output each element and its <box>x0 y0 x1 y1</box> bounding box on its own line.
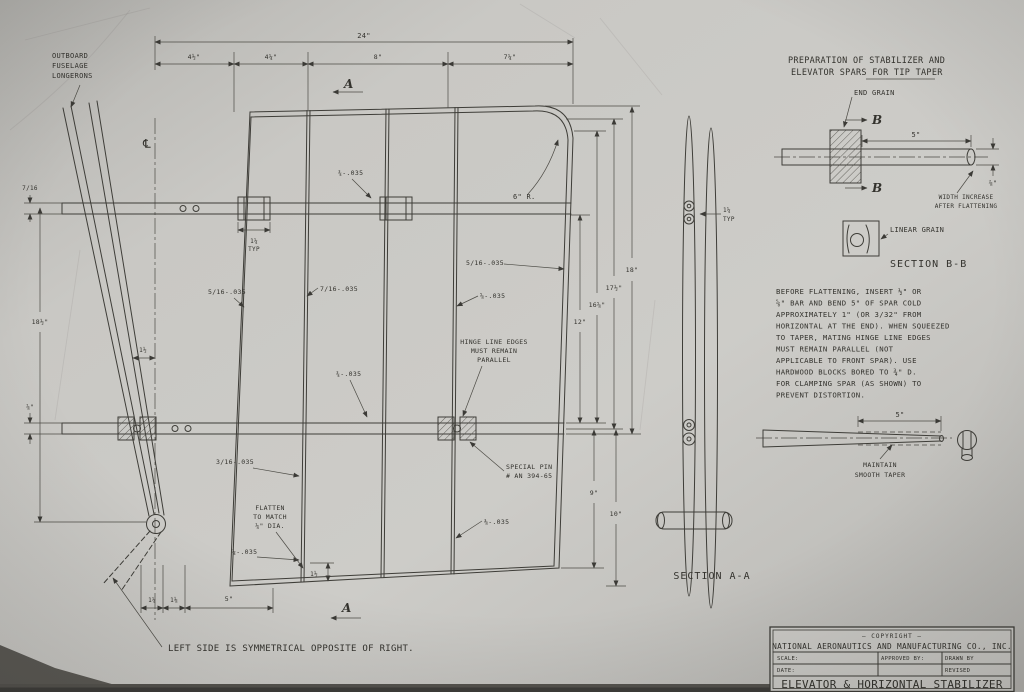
body-line: MUST REMAIN PARALLEL (NOT <box>776 345 894 354</box>
dim-seg3: 8" <box>374 53 382 61</box>
special-pin-label: SPECIAL PIN <box>506 463 552 471</box>
company-name: NATIONAL AERONAUTICS AND MANUFACTURING C… <box>772 642 1012 651</box>
section-letter-b-bottom: B <box>871 181 882 195</box>
label-line: LONGERONS <box>52 72 93 80</box>
dim-front-spar-width: 7/16 <box>22 185 38 192</box>
approved-by-label: APPROVED BY: <box>881 656 924 662</box>
callout-4: 5/16-.035 <box>466 259 504 267</box>
dim-centerline-offset: 1½ <box>139 347 147 354</box>
section-letter-a-bottom: A <box>341 601 352 615</box>
hinge-note-line: MUST REMAIN <box>471 347 517 355</box>
dim-rear-spar-width: ⅞" <box>26 404 34 411</box>
dim-bar-width: ⅞" <box>989 179 997 187</box>
dim-10in: 10" <box>610 510 623 518</box>
callout-1: ¾-.035 <box>338 169 363 177</box>
drawn-by-label: DRAWN BY <box>945 656 974 662</box>
revised-label: REVISED <box>945 668 970 674</box>
hinge-note-line: HINGE LINE EDGES <box>460 338 527 346</box>
section-letter-a-top: A <box>343 77 354 91</box>
special-pin-number: # AN 394-65 <box>506 472 552 480</box>
flatten-note-line: ¼" DIA. <box>255 522 285 530</box>
linear-grain-label: LINEAR GRAIN <box>890 226 944 234</box>
dim-b2: 1⅛ <box>170 597 178 604</box>
dim-b1: 1¼ <box>148 597 156 604</box>
flatten-note-line: TO MATCH <box>253 513 287 521</box>
callout-6: ¾-.035 <box>336 370 361 378</box>
callout-8: ⅜-.035 <box>484 517 509 526</box>
hinge-fitting-hatched <box>459 416 477 441</box>
flatten-note-line: FLATTEN <box>255 504 285 512</box>
hinge-fitting-hatched <box>117 416 135 441</box>
width-note-line: WIDTH INCREASE <box>939 194 994 201</box>
body-line: TO TAPER, MATING HINGE LINE EDGES <box>776 333 931 342</box>
hinge-fitting-hatched <box>437 416 455 441</box>
date-label: DATE: <box>777 668 795 674</box>
body-line: PREVENT DISTORTION. <box>776 391 865 400</box>
dim-blade-pitch: 1¼ <box>723 207 731 214</box>
symmetry-note: LEFT SIDE IS SYMMETRICAL OPPOSITE OF RIG… <box>168 644 414 654</box>
drawing-title: ELEVATOR & HORIZONTAL STABILIZER <box>781 678 1003 691</box>
dim-5in-taper: 5" <box>895 411 904 419</box>
end-grain-block <box>829 129 862 184</box>
hinge-note-line: PARALLEL <box>477 356 511 364</box>
body-line: HORIZONTAL AT THE END). WHEN SQUEEZED <box>776 322 950 331</box>
title-block: — COPYRIGHT — NATIONAL AERONAUTICS AND M… <box>769 626 1015 692</box>
dim-seg1: 4½" <box>188 53 201 61</box>
callout-3: 7/16-.035 <box>320 285 358 293</box>
section-b-title: SECTION B-B <box>890 259 967 270</box>
dim-5in-flatten: 5" <box>911 131 920 139</box>
dim-18in: 18" <box>626 266 639 274</box>
callout-2: 5/16-.035 <box>208 288 246 296</box>
dim-seg2: 4¼" <box>265 53 278 61</box>
dim-typ: TYP <box>248 246 260 253</box>
dim-typ: TYP <box>723 216 735 223</box>
dim-seg4: 7¼" <box>504 53 517 61</box>
prep-heading-line: PREPARATION OF STABILIZER AND <box>788 56 945 66</box>
callout-9: ¼-.035 <box>232 548 257 556</box>
dim-17in: 17½" <box>606 284 623 292</box>
body-line: HARDWOOD BLOCKS BORED TO ¾" D. <box>776 368 917 377</box>
callout-7: 3/16-.035 <box>216 458 254 466</box>
scale-label: SCALE: <box>777 656 799 662</box>
taper-note-line: MAINTAIN <box>863 461 897 469</box>
dim-16in: 16⅝" <box>589 301 606 309</box>
dim-b5: 5" <box>225 595 233 603</box>
body-line: ⅝" BAR AND BEND 5" OF SPAR COLD <box>776 299 922 308</box>
label-line: OUTBOARD <box>52 52 88 60</box>
dim-root-height: 18½" <box>32 318 49 326</box>
end-grain-label: END GRAIN <box>854 89 895 97</box>
taper-note-line: SMOOTH TAPER <box>855 471 906 479</box>
centerline-symbol: ℄ <box>142 137 151 151</box>
prep-heading-line: ELEVATOR SPARS FOR TIP TAPER <box>791 68 943 78</box>
callout-5: ⅝-.035 <box>480 292 505 300</box>
section-letter-b-top: B <box>871 113 882 127</box>
body-line: BEFORE FLATTENING, INSERT ½" OR <box>776 287 922 296</box>
body-line: FOR CLAMPING SPAR (AS SHOWN) TO <box>776 379 922 388</box>
copyright-line: — COPYRIGHT — <box>862 633 922 640</box>
dim-12in: 12" <box>574 318 587 326</box>
dim-hinge-pitch: 1¼ <box>250 238 258 245</box>
dim-9in: 9" <box>590 489 598 497</box>
dim-overall-span: 24" <box>357 32 371 40</box>
dim-rib-stub: 1½ <box>310 571 318 578</box>
body-line: APPROXIMATELY 1" (OR 3/32" FROM <box>776 310 922 319</box>
width-note-line: AFTER FLATTENING <box>935 203 998 210</box>
label-line: FUSELAGE <box>52 62 88 70</box>
section-a-title: SECTION A-A <box>673 571 750 582</box>
body-line: APPLICABLE TO FRONT SPAR). USE <box>776 356 917 365</box>
hinge-fitting-hatched <box>139 416 157 441</box>
radius-label: 6" R. <box>513 193 536 201</box>
